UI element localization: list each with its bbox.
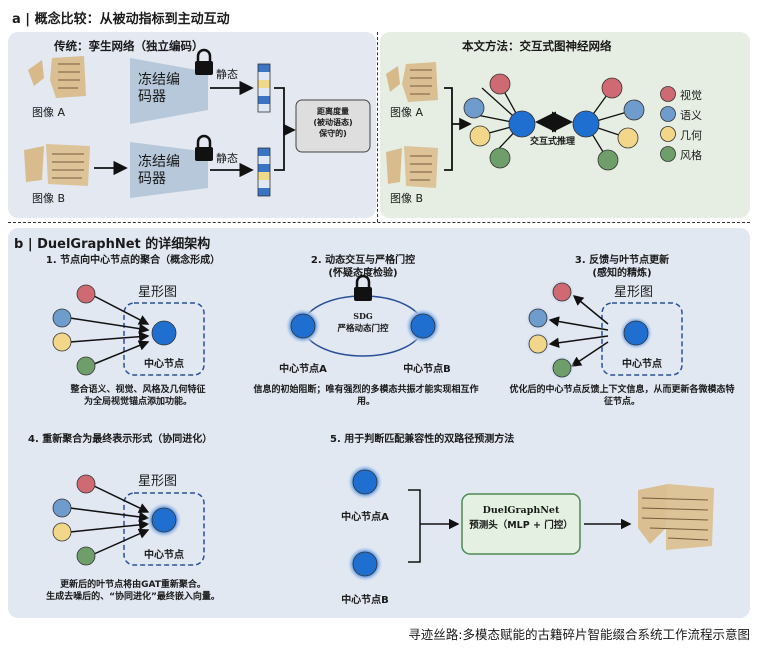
step3-title: 3. 反馈与叶节点更新 (感知的精炼) [522,254,722,280]
fragment-image-b-right [386,146,438,188]
proposed-title: 本文方法：交互式图神经网络 [462,39,612,53]
distance-line2: (被动语态) [313,118,353,127]
step3-description: 优化后的中心节点反馈上下文信息，从而更新各微模态特 征节点。 [500,384,744,408]
matched-fragments-image [638,484,714,550]
node-semantic [623,99,645,121]
node-visual [489,73,511,95]
node-semantic [463,97,485,119]
section-b-title: b | DuelGraphNet 的详细架构 [14,237,211,252]
encoder-bottom [130,142,208,198]
step2-center-node-a-label: 中心节点A [279,364,327,375]
step4-star-graph-label: 星形图 [138,474,178,489]
step3-center-node-label: 中心节点 [622,359,662,370]
step1-star-graph-label: 星形图 [138,285,178,300]
step3-title-line1: 3. 反馈与叶节点更新 [574,255,670,266]
step2-title-line2: (怀疑态度检验) [328,268,398,279]
legend-label-style: 风格 [680,149,702,162]
prediction-head-line2: 预测头（MLP + 门控） [469,520,573,531]
step2-title: 2. 动态交互与严格门控 (怀疑态度检验) [263,254,463,280]
lock-icon [195,134,213,161]
step4-description: 更新后的叶节点将由GAT重新聚合。 生成去噪后的、“协同进化”最终嵌入向量。 [18,579,248,603]
interaction-label: 交互式推理 [530,137,576,147]
step1-desc-line1: 整合语义、视觉、风格及几何特征 [70,385,206,395]
section-b-graphics [52,274,714,582]
node-visual [601,77,623,99]
step3-desc-line1: 优化后的中心节点反馈上下文信息，从而更新各微模态特 [509,385,735,395]
step2-title-line1: 2. 动态交互与严格门控 [310,255,416,266]
lock-icon [354,274,372,301]
step4-desc-line2: 生成去噪后的、“协同进化”最终嵌入向量。 [46,592,220,602]
encoder-line2: 码器 [138,89,166,105]
static-label-b: 静态 [216,152,238,165]
step1-diagram [52,284,205,376]
encoder-top [130,58,208,124]
feature-vector-a [257,63,271,113]
step2-center-node-b-label: 中心节点B [403,364,451,375]
step2-sdg-label: SDG [353,311,373,321]
step5-title: 5. 用于判断匹配兼容性的双路径预测方法 [330,434,515,445]
distance-metric-text: 距离度量 (被动语态) 保守的) [296,106,370,139]
step4-center-node-label: 中心节点 [144,550,184,561]
step5-diagram [347,464,714,582]
fragment-image-b [24,144,90,186]
legend-dot-style [660,146,676,162]
legend-dot-geometry [660,126,676,142]
prediction-head-text: DuelGraphNet 预测头（MLP + 门控） [462,503,580,533]
step5-center-node-a-label: 中心节点A [341,512,389,523]
distance-metric-box [295,99,371,153]
legend-label-semantic: 语义 [680,109,702,122]
step1-center-node-label: 中心节点 [144,359,184,370]
step2-description: 信息的初始阻断；唯有强烈的多模态共振才能实现相互作 用。 [244,384,488,408]
legend-dot-semantic [660,106,676,122]
step5-center-node-b-label: 中心节点B [341,595,389,606]
step1-desc-line2: 为全局视觉锚点添加功能。 [83,397,192,407]
step1-description: 整合语义、视觉、风格及几何特征 为全局视觉锚点添加功能。 [18,384,258,408]
divider-horizontal [8,222,750,223]
divider-vertical [377,32,378,222]
node-style [597,149,619,171]
encoder-line2: 码器 [138,171,166,187]
fragment-image-a-right [386,62,438,102]
feature-vector-b [257,147,271,197]
node-style [489,147,511,169]
encoder-top-label: 冻结编 码器 [138,72,180,106]
encoder-line1: 冻结编 [138,72,180,88]
lock-icon [195,48,213,75]
center-node-right [572,110,600,138]
step3-star-graph-label: 星形图 [614,285,654,300]
step1-title: 1. 节点向中心节点的聚合（概念形成） [45,255,221,266]
legend-label-visual: 视觉 [680,89,702,102]
traditional-title: 传统：孪生网络（独立编码） [54,39,204,53]
static-label-a: 静态 [216,68,238,81]
fragment-image-a [28,56,86,98]
image-a-label-right: 图像 A [390,106,424,119]
legend-dot-visual [660,86,676,102]
section-a-title: a | 概念比较：从被动指标到主动互动 [12,12,230,27]
step4-diagram [52,474,205,566]
legend-label-geometry: 几何 [680,129,702,142]
step2-desc-line1: 信息的初始阻断；唯有强烈的多模态共振才能实现相互作 [253,385,479,395]
distance-line1: 距离度量 [317,107,349,116]
step2-gate-label: 严格动态门控 [337,324,389,334]
encoder-bottom-label: 冻结编 码器 [138,154,180,188]
step3-desc-line2: 征节点。 [603,397,640,407]
prediction-head-box [461,493,581,555]
step4-desc-line1: 更新后的叶节点将由GAT重新聚合。 [60,580,206,590]
image-a-label: 图像 A [32,106,66,119]
step2-desc-line2: 用。 [356,397,375,407]
encoder-line1: 冻结编 [138,154,180,170]
step3-diagram [525,279,683,381]
image-b-label: 图像 B [32,192,66,205]
prediction-head-line1: DuelGraphNet [482,505,560,516]
figure-caption: 寻迹丝路:多模态赋能的古籍碎片智能缀合系统工作流程示意图 [408,627,750,642]
step4-title: 4. 重新聚合为最终表示形式（协同进化） [28,434,213,445]
step2-diagram [285,274,441,357]
node-geometry [617,127,639,149]
section-a-graphics [24,48,676,198]
image-b-label-right: 图像 B [390,192,424,205]
node-geometry [469,125,491,147]
distance-line3: 保守的) [319,129,347,138]
step3-title-line2: (感知的精炼) [592,268,652,279]
